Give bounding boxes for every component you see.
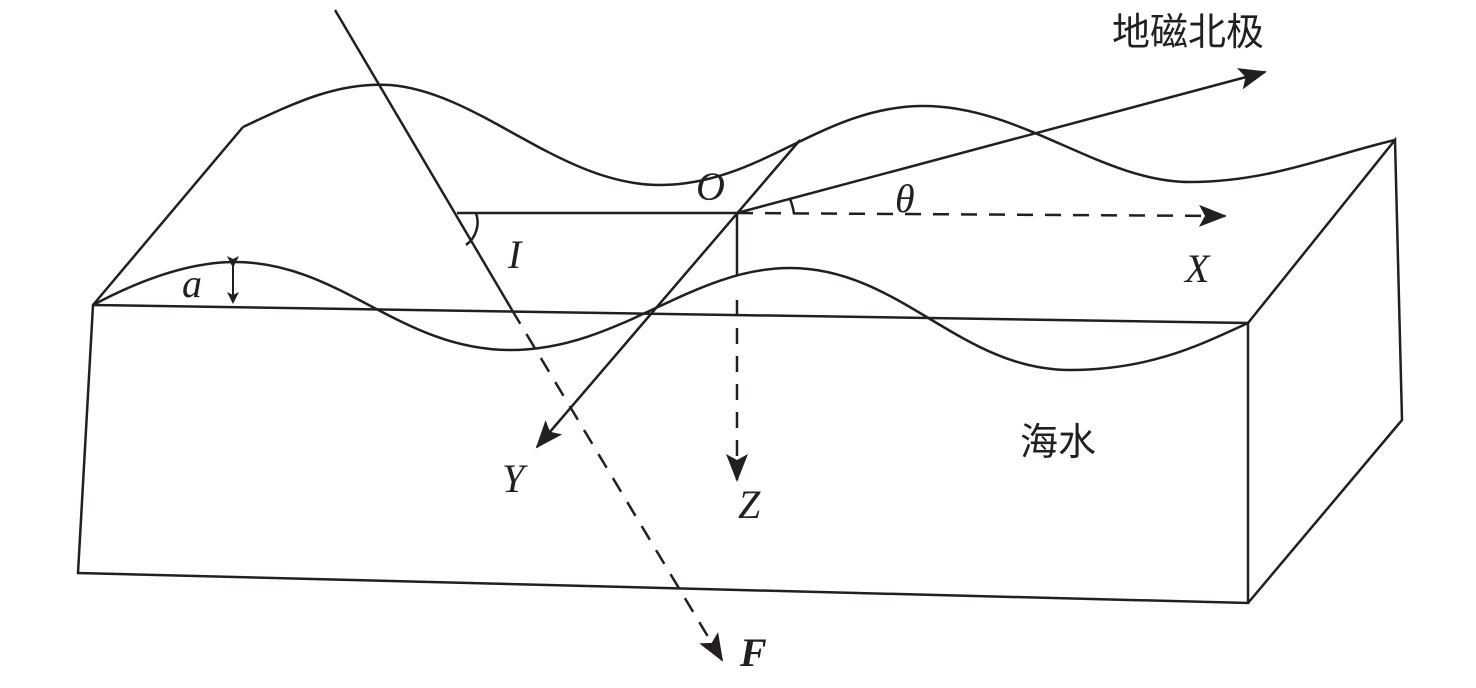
theta-label: θ: [895, 176, 915, 221]
field-line-solid: [333, 9, 514, 311]
back-wave-surface: [242, 83, 1396, 187]
inclination-label: I: [507, 232, 523, 277]
north-direction-arrow: [736, 68, 1267, 215]
amplitude-label: a: [182, 261, 202, 306]
y-axis: [535, 139, 801, 449]
origin-label: O: [696, 164, 725, 209]
x-axis-label: X: [1183, 246, 1211, 291]
field-label: F: [739, 630, 767, 675]
seawater-label: 海水: [1020, 420, 1096, 464]
y-axis-label: Y: [502, 456, 528, 501]
front-wave-surface: [92, 260, 1249, 372]
seawater-block: [76, 126, 1404, 605]
field-vector-F: [510, 309, 724, 662]
z-axis-label: Z: [738, 482, 761, 527]
north-pole-label: 地磁北极: [1112, 10, 1264, 54]
inclination-arc: [465, 212, 479, 247]
x-axis: [736, 204, 1227, 227]
theta-arc: [788, 198, 796, 215]
